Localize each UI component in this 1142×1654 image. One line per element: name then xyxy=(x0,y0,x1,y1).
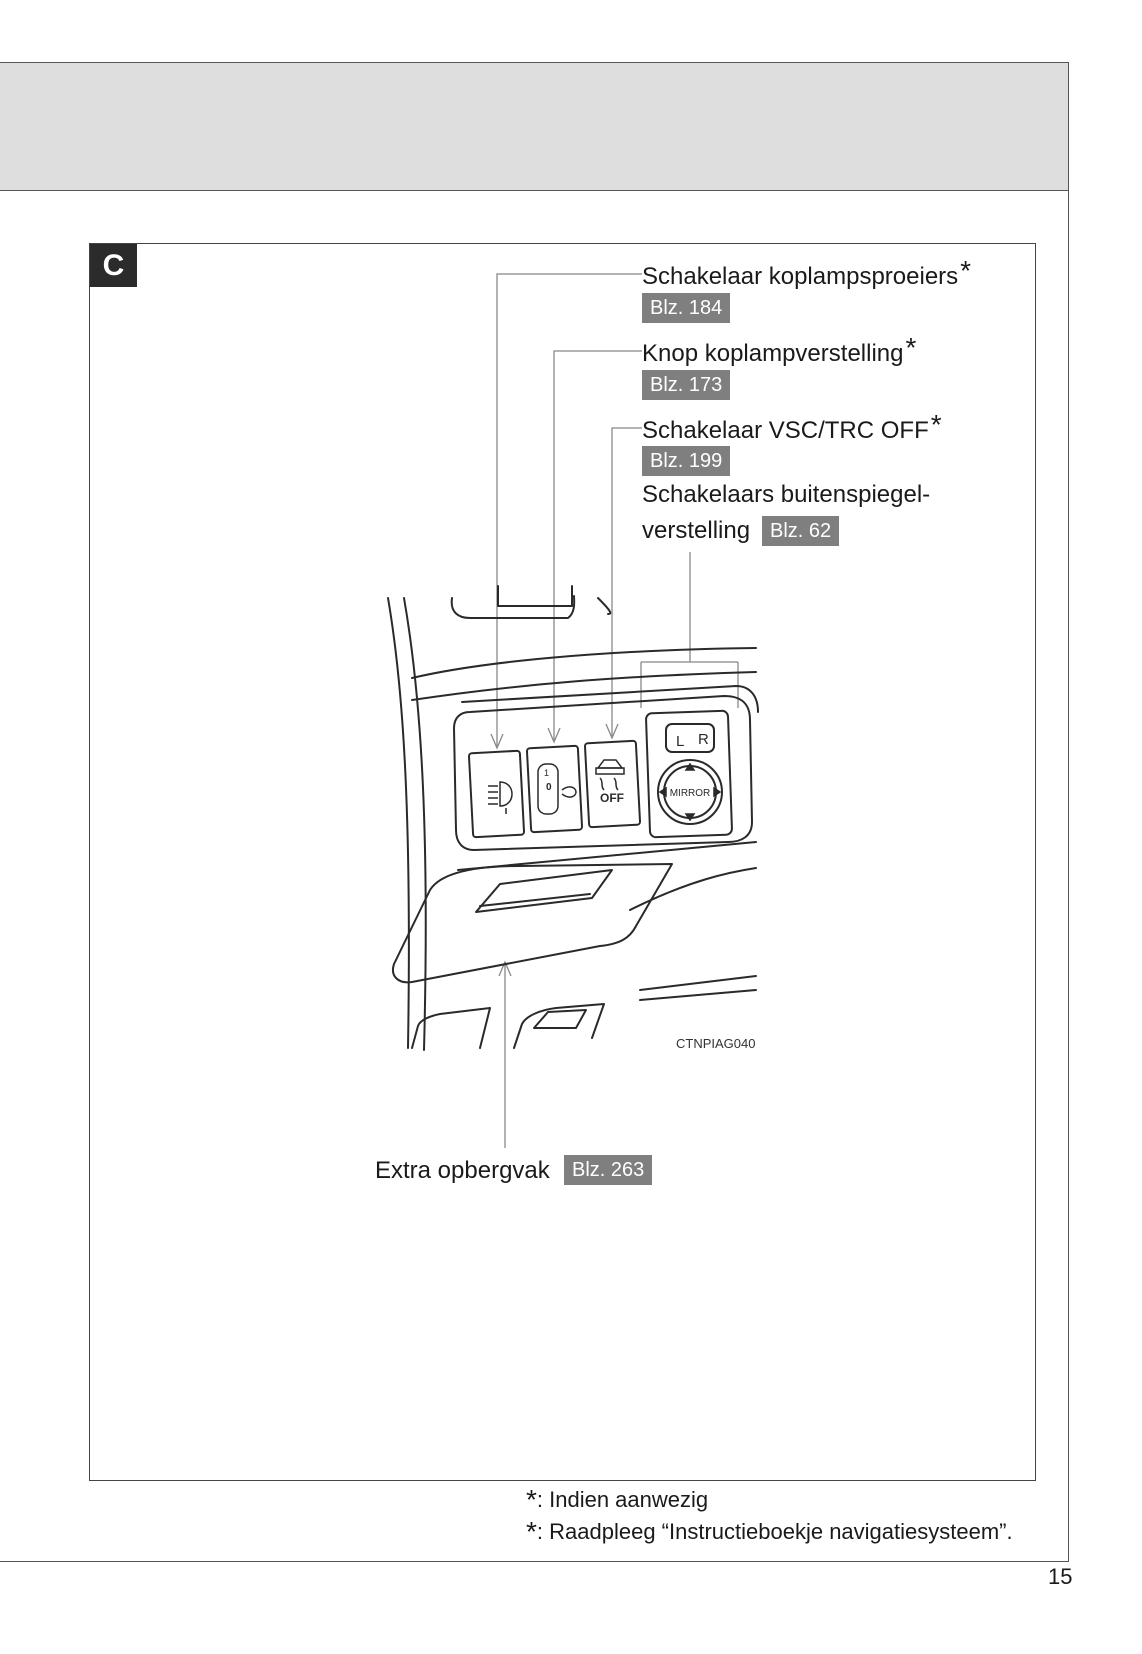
vsc-off-label: OFF xyxy=(600,791,624,805)
section-badge: C xyxy=(90,244,137,287)
leveling-zero-label: 0 xyxy=(546,782,552,793)
callout-headlamp-cleaner: Schakelaar koplampsproeiers* xyxy=(642,255,972,291)
header-band xyxy=(0,62,1069,191)
page-number: 15 xyxy=(1048,1564,1073,1589)
callout-outside-mirror-line2: verstelling xyxy=(642,517,751,544)
illustration-code: CTNPIAG040 xyxy=(676,1036,756,1051)
leader-lines xyxy=(490,273,739,1148)
asterisk-marker: * xyxy=(930,409,942,440)
footnote-navigation: *: Raadpleeg “Instructieboekje navigatie… xyxy=(526,1516,1013,1547)
asterisk-marker: * xyxy=(960,255,972,286)
mirror-right-key: R xyxy=(698,731,709,748)
callout-storage: Extra opbergvak xyxy=(375,1157,550,1184)
illustration-frame xyxy=(89,243,1036,1481)
callout-vsc-trc-off: Schakelaar VSC/TRC OFF* xyxy=(642,409,942,445)
footnote-marker: * xyxy=(526,1484,537,1515)
footnote-marker: * xyxy=(526,1516,537,1547)
page-rule-bottom xyxy=(0,1561,1069,1562)
switch-icons xyxy=(488,759,722,822)
leveling-one-label: 1 xyxy=(544,768,549,778)
callout-headlamp-leveling: Knop koplampverstelling* xyxy=(642,332,917,368)
footnote-optional: *: Indien aanwezig xyxy=(526,1484,709,1515)
page-ref-headlamp-cleaner[interactable]: Blz. 184 xyxy=(642,293,731,323)
asterisk-marker: * xyxy=(905,332,917,363)
page-ref-headlamp-leveling[interactable]: Blz. 173 xyxy=(642,370,731,400)
page-rule-right xyxy=(1068,189,1069,1561)
page-ref-outside-mirror[interactable]: Blz. 62 xyxy=(762,516,840,546)
callout-outside-mirror-line1: Schakelaars buitenspiegel- xyxy=(642,481,931,508)
mirror-left-key: L xyxy=(676,733,684,750)
page-ref-vsc-trc-off[interactable]: Blz. 199 xyxy=(642,446,731,476)
mirror-knob-label: MIRROR xyxy=(670,788,711,799)
page-ref-storage[interactable]: Blz. 263 xyxy=(564,1155,653,1185)
